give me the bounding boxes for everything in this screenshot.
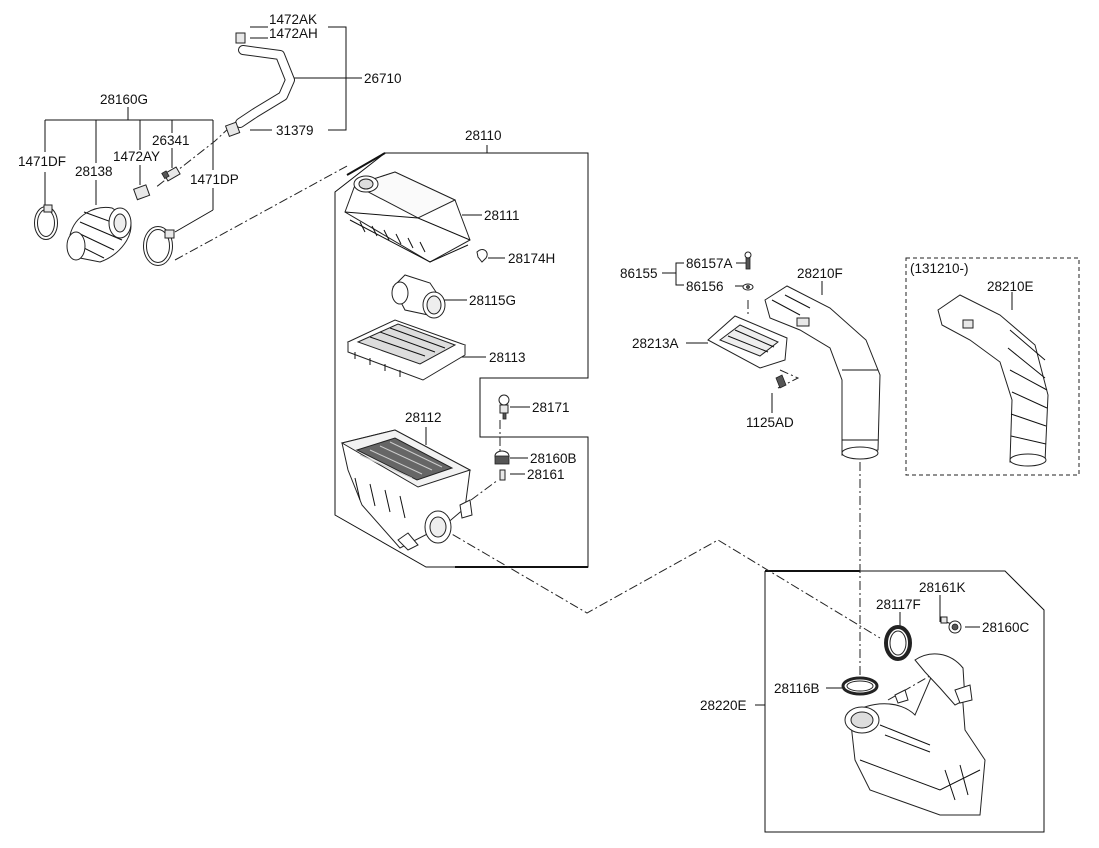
label-26341: 26341 [152,133,190,148]
label-28220E: 28220E [700,698,747,713]
hose-clamps [34,204,175,266]
grommet-28160C [940,616,962,634]
duct-bracket-28213A [707,251,788,389]
label-28210E: 28210E [987,279,1034,294]
label-86155: 86155 [620,266,658,281]
air-cleaner-body-28112 [340,429,473,551]
label-86156: 86156 [686,279,724,294]
label-28160C: 28160C [982,620,1030,635]
air-cleaner-cover-28111 [344,171,471,263]
label-1125AD: 1125AD [746,415,794,430]
leader-lines [44,26,1080,833]
filter-element-28113 [346,319,467,381]
label-28112: 28112 [405,410,442,425]
seal-ring-28116B [841,676,879,696]
label-1471DP: 1471DP [190,172,239,187]
bolt-and-grommets [494,394,510,481]
label-1471DF: 1471DF [18,154,66,169]
label-28160G: 28160G [100,92,148,107]
label-28117F: 28117F [876,597,921,612]
label-28113: 28113 [489,350,526,365]
label-28210F: 28210F [797,266,843,281]
label-28171: 28171 [532,400,570,415]
label-28115G: 28115G [469,293,516,308]
clip-28174H [476,249,488,263]
label-131210: (131210-) [910,261,969,276]
intake-hose-28138 [66,206,132,263]
resonator-28220E [844,653,986,816]
label-1472AK: 1472AK [269,12,317,27]
resonator-28115G [391,274,446,319]
label-28213A: 28213A [632,336,679,351]
label-28161: 28161 [527,467,565,482]
label-31379: 31379 [276,123,314,138]
clip-1472AK [235,32,246,44]
seal-ring-28117F [884,625,912,661]
label-28161K: 28161K [919,580,966,595]
label-28111: 28111 [484,208,520,223]
air-duct-28210F [764,285,881,460]
air-duct-28210E [937,294,1049,467]
label-28174H: 28174H [508,251,555,266]
small-fittings [133,166,181,201]
label-1472AH: 1472AH [269,26,318,41]
clamp-31379 [224,121,241,137]
label-86157A: 86157A [686,256,733,271]
label-28138: 28138 [75,164,113,179]
label-26710: 26710 [364,71,402,86]
label-28110: 28110 [465,128,502,143]
label-28116B: 28116B [774,681,820,696]
part-labels: 1472AK 1472AH 26710 31379 28160G 26341 1… [18,12,1034,713]
label-1472AY: 1472AY [113,149,160,164]
label-28160B: 28160B [530,451,577,466]
breather-hose-26710 [224,32,295,137]
